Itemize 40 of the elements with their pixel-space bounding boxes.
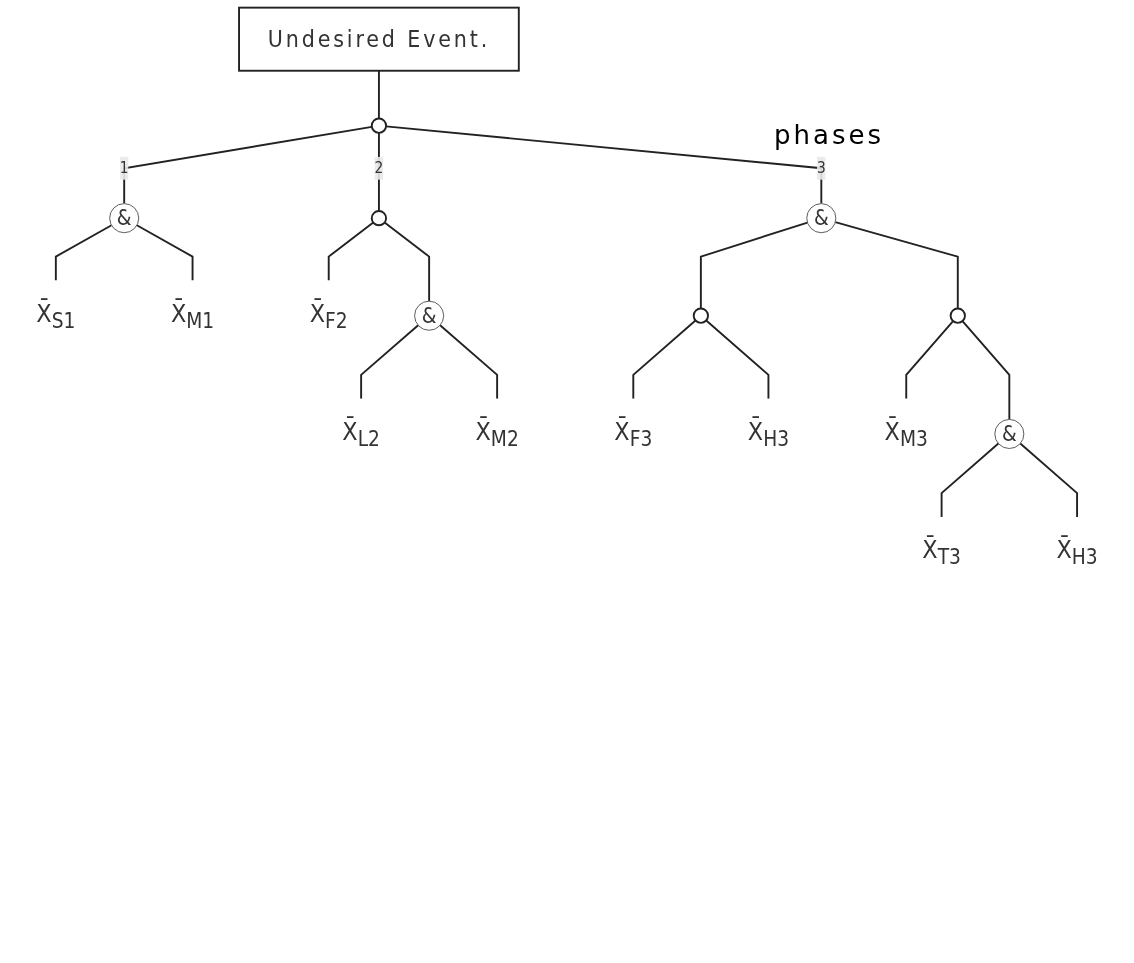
node-circle: & (806, 203, 837, 234)
node-text: X̄$_{S1}$ (36, 298, 76, 333)
connector (699, 221, 809, 310)
node-text: X̄$_{F3}$ (614, 416, 653, 451)
connector (632, 319, 697, 400)
connector (123, 125, 373, 205)
connector (360, 324, 420, 400)
connector (54, 224, 113, 282)
node-text: X̄$_{L2}$ (342, 416, 380, 451)
connector (377, 69, 380, 120)
connector (905, 320, 955, 400)
connector (834, 221, 959, 310)
connector (327, 221, 375, 282)
note-text: phases (774, 120, 884, 150)
node-text: X̄$_{M3}$ (884, 416, 928, 451)
node-text: X̄$_{H3}$ (747, 416, 790, 451)
connector (135, 224, 194, 282)
node-text: X̄$_{M1}$ (170, 298, 215, 333)
connector (940, 442, 1000, 518)
connector (705, 319, 770, 400)
node-circle: & (994, 418, 1025, 449)
node-circle: & (414, 300, 445, 331)
node-text: X̄$_{H3}$ (1056, 535, 1098, 569)
node-text: X̄$_{T3}$ (922, 535, 961, 569)
edge-label: 3 (816, 158, 826, 177)
node-circle (949, 307, 966, 324)
edge-label: 2 (374, 158, 384, 177)
edge-label: 1 (119, 158, 129, 177)
node-circle: & (109, 203, 140, 234)
node-text: X̄$_{F2}$ (309, 298, 348, 333)
node-text: X̄$_{M2}$ (475, 416, 519, 451)
node-circle (370, 210, 388, 227)
node-circle (692, 307, 709, 324)
connector (383, 221, 431, 303)
connector (439, 324, 499, 400)
connector (1019, 442, 1079, 518)
connector (385, 125, 823, 205)
connector (961, 320, 1011, 421)
node-circle (370, 117, 388, 134)
node-box: Undesired Event. (238, 6, 520, 72)
